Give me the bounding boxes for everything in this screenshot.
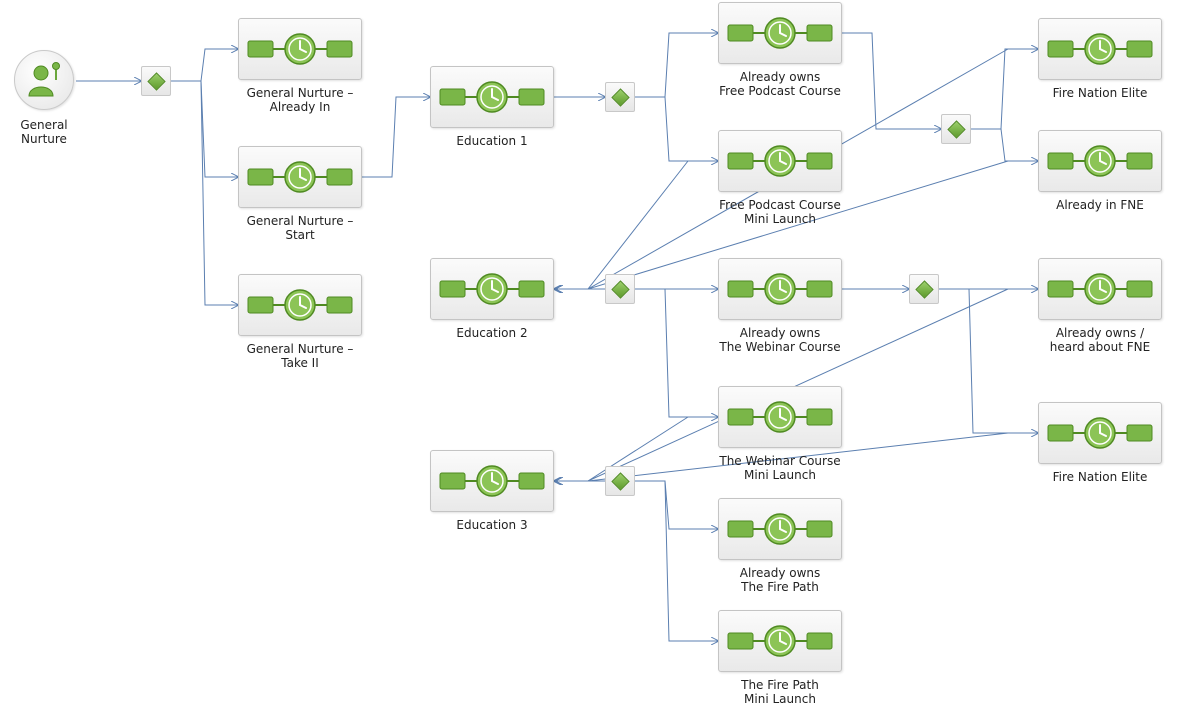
timer-step-icon bbox=[1047, 273, 1153, 305]
timer-step-icon bbox=[727, 513, 833, 545]
step-label-line: General Nurture – bbox=[246, 214, 354, 228]
timer-step-icon bbox=[1047, 417, 1153, 449]
decision-split-2[interactable] bbox=[941, 114, 971, 144]
wait-step-card[interactable] bbox=[238, 146, 362, 208]
diamond-icon bbox=[611, 472, 630, 491]
diamond-icon bbox=[947, 120, 966, 139]
timer-step-icon bbox=[1047, 145, 1153, 177]
wait-step-card[interactable] bbox=[238, 274, 362, 336]
wait-step-card[interactable] bbox=[430, 66, 554, 128]
connector-d5-to-the-fire-path-mini-launch bbox=[635, 480, 718, 641]
wait-step-card[interactable] bbox=[430, 258, 554, 320]
decision-split-3[interactable] bbox=[605, 274, 635, 304]
step-label-line: General Nurture – bbox=[246, 86, 354, 100]
step-label-line: Mini Launch bbox=[744, 212, 816, 226]
timer-step-icon bbox=[727, 17, 833, 49]
wait-step-card[interactable] bbox=[1038, 130, 1162, 192]
step-label-line: Mini Launch bbox=[744, 468, 816, 482]
wait-step-card[interactable] bbox=[1038, 402, 1162, 464]
timer-step-icon bbox=[439, 273, 545, 305]
timer-step-icon bbox=[247, 161, 353, 193]
step-label-line: Take II bbox=[281, 356, 319, 370]
connector-d1-to-free-podcast-course-mini-launch bbox=[635, 96, 718, 161]
wait-step-card[interactable] bbox=[1038, 258, 1162, 320]
step-label-line: Already owns bbox=[739, 566, 821, 580]
step-label-line: General Nurture – bbox=[246, 342, 354, 356]
diamond-icon bbox=[147, 72, 166, 91]
step-label-line: The Webinar Course bbox=[719, 340, 841, 354]
step-label-line: Mini Launch bbox=[744, 692, 816, 706]
step-label-line: Fire Nation Elite bbox=[1052, 470, 1148, 484]
step-label-line: Already owns bbox=[739, 70, 821, 84]
wait-step-card[interactable] bbox=[718, 386, 842, 448]
step-label-line: The Webinar Course bbox=[719, 454, 841, 468]
timer-step-icon bbox=[439, 465, 545, 497]
wait-step-card[interactable] bbox=[718, 258, 842, 320]
wait-step-card[interactable] bbox=[430, 450, 554, 512]
timer-step-icon bbox=[439, 81, 545, 113]
wait-step-card[interactable] bbox=[238, 18, 362, 80]
step-label-line: Already in FNE bbox=[1056, 198, 1144, 212]
connector-d0-to-general-nurture-already-in bbox=[171, 49, 238, 82]
timer-step-icon bbox=[727, 625, 833, 657]
decision-split-0[interactable] bbox=[141, 66, 171, 96]
start-label-line: General bbox=[20, 118, 68, 132]
step-label-line: Education 3 bbox=[456, 518, 528, 532]
wait-step-card[interactable] bbox=[718, 2, 842, 64]
connector-d0-to-general-nurture-take-ii bbox=[171, 80, 238, 305]
decision-split-1[interactable] bbox=[605, 82, 635, 112]
step-label-line: The Fire Path bbox=[741, 580, 819, 594]
step-label-line: heard about FNE bbox=[1049, 340, 1151, 354]
timer-step-icon bbox=[1047, 33, 1153, 65]
step-label-line: Free Podcast Course bbox=[719, 84, 841, 98]
step-label-line: The Fire Path bbox=[741, 678, 819, 692]
connector-d5-to-already-owns-the-fire-path bbox=[635, 480, 718, 529]
start-label-line: Nurture bbox=[21, 132, 67, 146]
step-label-line: Already owns / bbox=[1055, 326, 1145, 340]
timer-step-icon bbox=[247, 289, 353, 321]
step-label-line: Education 1 bbox=[456, 134, 528, 148]
wait-step-card[interactable] bbox=[1038, 18, 1162, 80]
wait-step-card[interactable] bbox=[718, 498, 842, 560]
timer-step-icon bbox=[247, 33, 353, 65]
connector-d2-to-already-in-fne bbox=[971, 128, 1038, 161]
wait-step-card[interactable] bbox=[718, 130, 842, 192]
decision-split-4[interactable] bbox=[909, 274, 939, 304]
decision-split-5[interactable] bbox=[605, 466, 635, 496]
timer-step-icon bbox=[727, 145, 833, 177]
diamond-icon bbox=[611, 280, 630, 299]
timer-step-icon bbox=[727, 273, 833, 305]
diamond-icon bbox=[915, 280, 934, 299]
audience-icon[interactable] bbox=[14, 50, 74, 110]
connector-d4-to-fire-nation-elite-2 bbox=[939, 288, 1038, 433]
step-label-line: Free Podcast Course bbox=[719, 198, 841, 212]
step-label-line: Start bbox=[285, 228, 315, 242]
step-label-line: Already In bbox=[269, 100, 331, 114]
diamond-icon bbox=[611, 88, 630, 107]
connector-free-podcast-course-mini-launch-to-education-2 bbox=[556, 160, 689, 289]
step-label-line: Fire Nation Elite bbox=[1052, 86, 1148, 100]
timer-step-icon bbox=[727, 401, 833, 433]
wait-step-card[interactable] bbox=[718, 610, 842, 672]
step-label-line: Education 2 bbox=[456, 326, 528, 340]
step-label-line: Already owns bbox=[739, 326, 821, 340]
